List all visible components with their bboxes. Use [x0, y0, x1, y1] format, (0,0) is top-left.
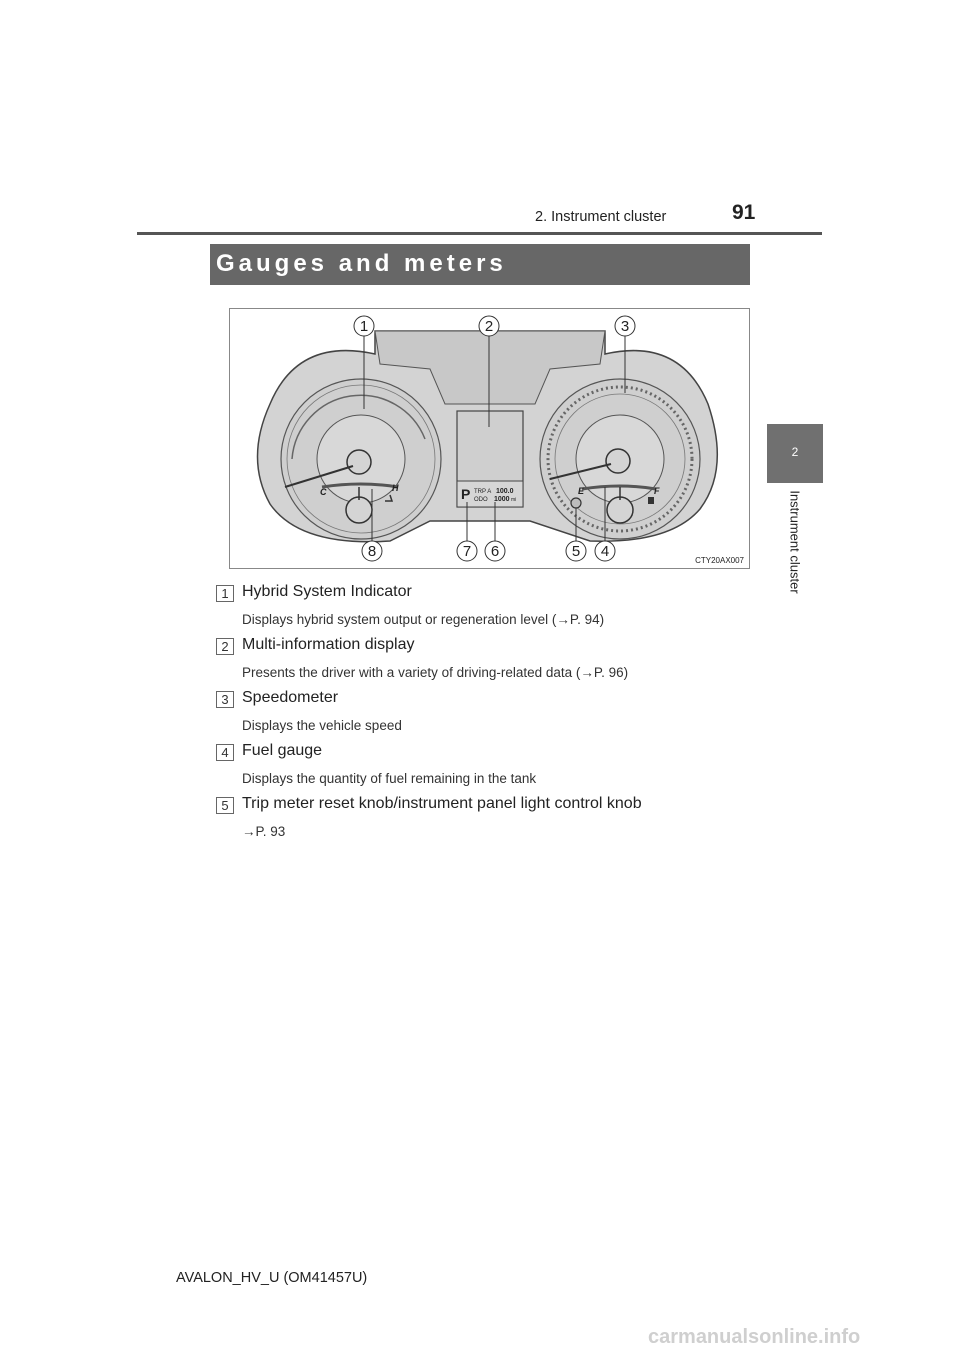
callout-3: 3	[614, 315, 636, 337]
instrument-cluster-figure: C H P TRP A 100.0 ODO 1000 mi	[229, 308, 750, 569]
item-description: Displays the vehicle speed	[242, 718, 402, 733]
item-number: 4	[216, 744, 234, 761]
hybrid-system-indicator-gauge: C H	[280, 378, 442, 540]
trip-value: 100.0	[496, 488, 514, 495]
multi-information-display: P TRP A 100.0 ODO 1000 mi	[456, 410, 524, 508]
trip-label: TRP A	[474, 489, 491, 495]
callout-2: 2	[478, 315, 500, 337]
item-number: 3	[216, 691, 234, 708]
figure-code: CTY20AX007	[695, 556, 744, 565]
odo-unit: mi	[511, 497, 516, 503]
section-header: 2. Instrument cluster	[535, 209, 667, 225]
header-rule	[137, 232, 822, 235]
title-bar: Gauges and meters	[210, 244, 750, 285]
callout-7: 7	[456, 540, 478, 562]
cluster-illustration: C H P TRP A 100.0 ODO 1000 mi	[256, 315, 719, 562]
item-title: Trip meter reset knob/instrument panel l…	[242, 795, 642, 812]
footer-manual-code: AVALON_HV_U (OM41457U)	[176, 1270, 368, 1286]
item-description: Displays the quantity of fuel remaining …	[242, 771, 537, 786]
callout-4: 4	[594, 540, 616, 562]
gauge-label-hot: H	[392, 483, 399, 493]
svg-text:6: 6	[491, 543, 499, 560]
item-title: Hybrid System Indicator	[242, 583, 412, 600]
callout-5: 5	[565, 540, 587, 562]
chapter-tab: 2	[767, 424, 823, 483]
chapter-side-title: Instrument cluster	[787, 490, 803, 594]
chapter-tab-number: 2	[791, 445, 799, 459]
item-number: 2	[216, 638, 234, 655]
item-title: Fuel gauge	[242, 742, 323, 759]
svg-text:5: 5	[572, 543, 580, 560]
item-description: Displays hybrid system output or regener…	[242, 612, 605, 627]
item-number: 5	[216, 797, 234, 814]
item-title: Speedometer	[242, 689, 339, 706]
speedometer-gauge: E F	[539, 378, 701, 540]
page-title: Gauges and meters	[216, 250, 507, 277]
page-number: 91	[732, 201, 756, 224]
callout-1: 1	[353, 315, 375, 337]
odo-value: 1000	[494, 496, 510, 503]
item-title: Multi-information display	[242, 636, 415, 653]
watermark: carmanualsonline.info	[648, 1326, 861, 1348]
cluster-hood	[374, 330, 606, 405]
svg-text:7: 7	[463, 543, 471, 560]
gauge-label-cold: C	[320, 487, 327, 497]
gauge-label-full: F	[654, 486, 660, 496]
callout-leader-lines	[363, 333, 626, 541]
gear-indicator: P	[461, 486, 470, 502]
callout-6: 6	[484, 540, 506, 562]
gauge-label-empty: E	[578, 486, 585, 496]
svg-text:3: 3	[621, 318, 629, 335]
item-description: →P. 93	[242, 824, 286, 839]
svg-text:2: 2	[485, 318, 493, 335]
svg-text:8: 8	[368, 543, 376, 560]
item-number: 1	[216, 585, 234, 602]
svg-text:4: 4	[601, 543, 609, 560]
callout-8: 8	[361, 540, 383, 562]
item-description: Presents the driver with a variety of dr…	[242, 665, 629, 680]
svg-text:1: 1	[360, 318, 368, 335]
odo-label: ODO	[474, 497, 488, 503]
